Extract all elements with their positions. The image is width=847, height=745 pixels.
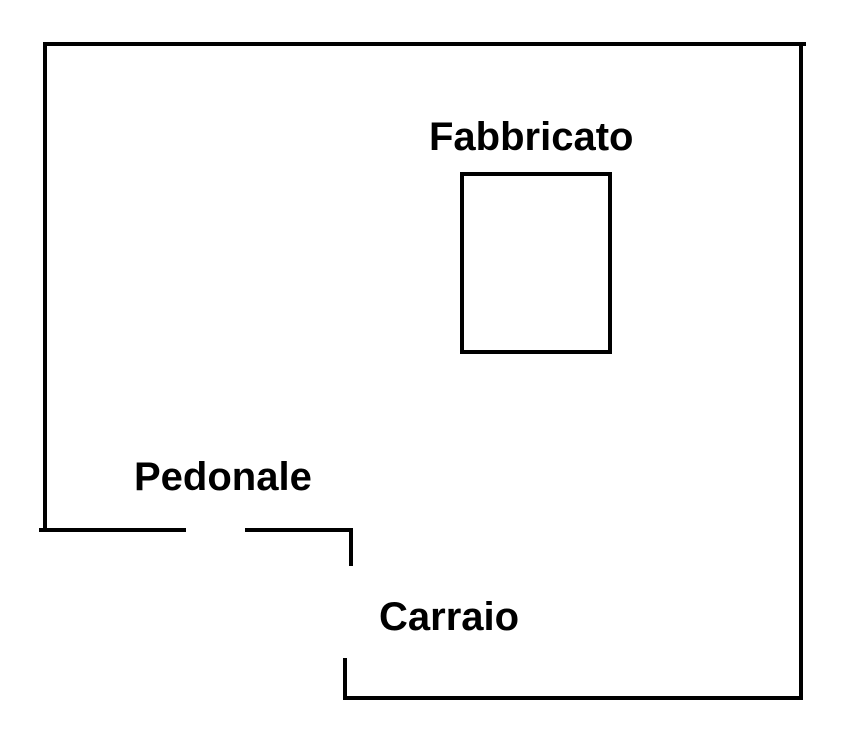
building-label: Fabbricato <box>429 115 633 159</box>
property-boundary <box>39 42 806 700</box>
pedestrian-gate-label: Pedonale <box>134 455 312 499</box>
building <box>460 172 612 354</box>
driveway-gate-label: Carraio <box>379 595 519 639</box>
